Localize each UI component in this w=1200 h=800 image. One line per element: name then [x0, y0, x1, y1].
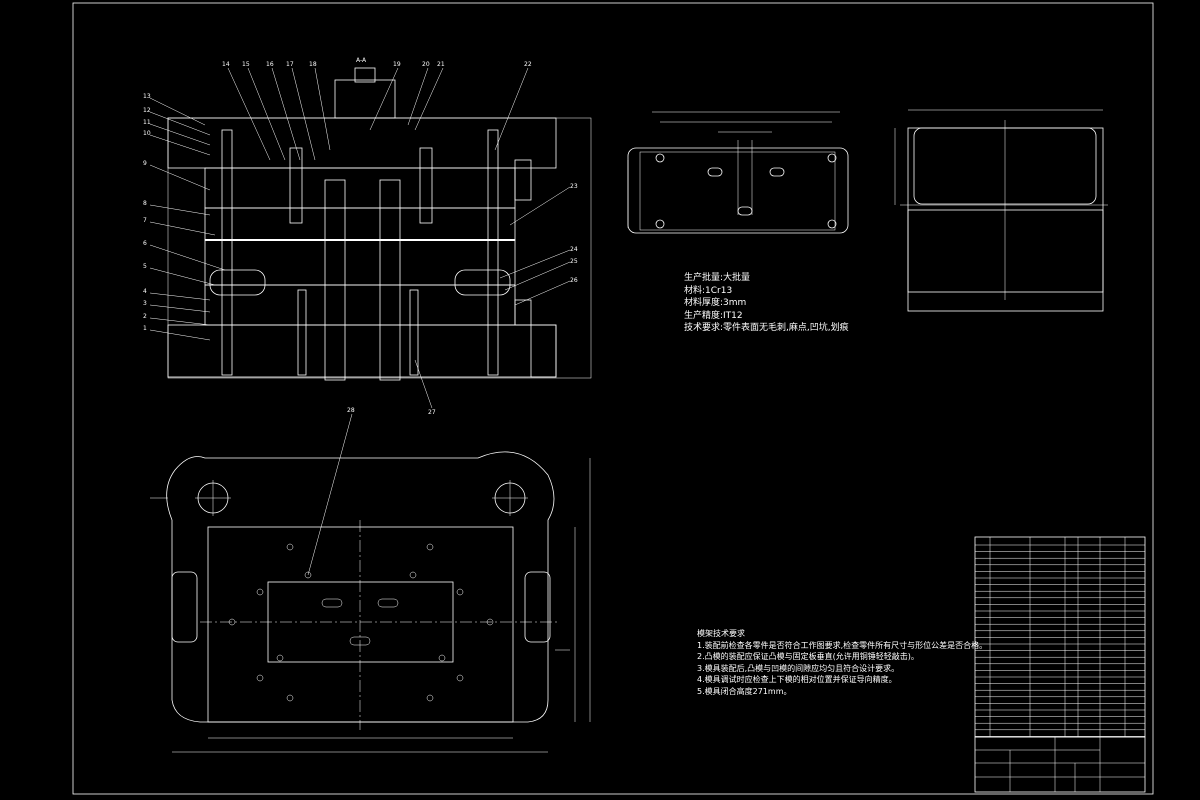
part-number: 1: [143, 325, 147, 332]
part-number: 13: [143, 93, 151, 100]
requirement-item: 2.凸模的装配应保证凸模与固定板垂直(允许用铜锤轻轻敲击)。: [697, 652, 919, 661]
part-number: 4: [143, 288, 147, 295]
part-number: 19: [393, 61, 401, 68]
upper-plate-view: [894, 109, 1108, 312]
part-number: 17: [286, 61, 294, 68]
requirements-heading: 模架技术要求: [697, 629, 745, 638]
part-number: 22: [524, 61, 532, 68]
part-number: 14: [222, 61, 230, 68]
param-material: 材料:1Cr13: [684, 285, 733, 296]
part-number: 23: [570, 183, 578, 190]
part-number: 6: [143, 240, 147, 247]
process-parameters: 生产批量:大批量 材料:1Cr13 材料厚度:3mm 生产精度:IT12 技术要…: [684, 272, 849, 335]
requirement-item: 1.装配前检查各零件是否符合工作图要求,检查零件所有尺寸与形位公差是否合格。: [697, 640, 988, 650]
requirement-item: 5.模具闭合高度271mm。: [697, 686, 792, 696]
part-number: 8: [143, 200, 147, 207]
part-view: [627, 111, 849, 234]
section-label: A-A: [356, 57, 367, 64]
title-block: [974, 736, 1146, 793]
param-batch: 生产批量:大批量: [684, 273, 751, 283]
part-number: 12: [143, 107, 151, 114]
plan-view: [150, 451, 591, 753]
part-number: 20: [422, 61, 430, 68]
part-number: 3: [143, 300, 147, 307]
technical-requirements: 模架技术要求 1.装配前检查各零件是否符合工作图要求,检查零件所有尺寸与形位公差…: [697, 628, 987, 697]
part-number: 10: [143, 130, 151, 137]
requirement-item: 3.模具装配后,凸模与凹模的间隙应均匀且符合设计要求。: [697, 663, 900, 673]
part-number: 24: [570, 246, 578, 253]
param-technical: 技术要求:零件表面无毛刺,麻点,凹坑,划痕: [684, 323, 849, 333]
part-number: 5: [143, 263, 147, 270]
bill-of-materials: [974, 536, 1146, 738]
part-number: 18: [309, 61, 317, 68]
part-number: 7: [143, 217, 147, 224]
param-thickness: 材料厚度:3mm: [684, 298, 747, 308]
part-number: 27: [428, 409, 436, 416]
requirement-item: 4.模具调试时应检查上下模的相对位置并保证导向精度。: [697, 675, 897, 684]
part-number: 26: [570, 277, 578, 284]
part-number: 2: [143, 313, 147, 320]
sheet-border: [72, 2, 1154, 795]
part-number: 25: [570, 258, 578, 265]
part-number: 15: [242, 61, 250, 68]
section-view: A-A 1 2 3 4 5 6 7 8 9 10 11 12 13 14 15 …: [143, 57, 592, 576]
param-precision: 生产精度:IT12: [684, 310, 743, 321]
part-number: 28: [347, 407, 355, 414]
part-number: 11: [143, 119, 151, 126]
part-number: 9: [143, 160, 147, 167]
part-number: 21: [437, 61, 445, 68]
part-number: 16: [266, 61, 274, 68]
